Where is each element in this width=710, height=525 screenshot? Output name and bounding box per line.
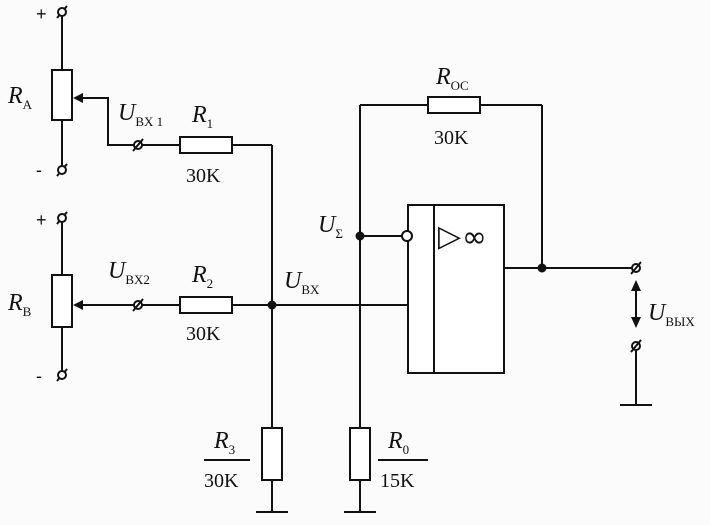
- r3-name: R3: [213, 428, 235, 457]
- potentiometer-a: [51, 5, 138, 177]
- potentiometer-b: [51, 211, 138, 382]
- resistor-r3: [261, 427, 283, 481]
- r0-name: R0: [387, 428, 409, 457]
- ubx-label: UBX: [284, 268, 320, 297]
- opamp-infinity: ∞: [462, 220, 487, 255]
- pot-b-plus: +: [36, 210, 47, 230]
- op-amp: [401, 204, 505, 374]
- uout-label: UВЫХ: [648, 300, 695, 329]
- r3-value: 30K: [204, 470, 239, 492]
- node-usum: [355, 231, 365, 241]
- terminal-a-plus: [57, 7, 67, 17]
- inverting-input-marker: [401, 230, 413, 242]
- r0-value: 15K: [380, 470, 415, 492]
- r1-name: R1: [191, 102, 213, 131]
- opamp-triangle: ▷: [438, 219, 461, 254]
- resistor-roc: [427, 96, 481, 114]
- terminal-b-minus: [57, 370, 67, 380]
- resistor-r2: [179, 296, 233, 314]
- pot-b-minus: -: [36, 366, 42, 386]
- pot-a-plus: +: [36, 4, 47, 24]
- node-ubx: [267, 300, 277, 310]
- terminal-b-plus: [57, 213, 67, 223]
- usum-label: UΣ: [318, 212, 343, 241]
- input-1-label: UBX 1: [118, 100, 163, 129]
- resistor-r1: [179, 136, 233, 154]
- pot-a-minus: -: [36, 160, 42, 180]
- roc-name: ROC: [435, 64, 469, 93]
- r2-name: R2: [191, 262, 213, 291]
- pot-a-label: RA: [7, 83, 33, 112]
- terminal-a-minus: [57, 165, 67, 175]
- pot-b-label: RB: [7, 290, 32, 319]
- r1-value: 30K: [186, 165, 221, 187]
- resistor-r0: [349, 427, 371, 481]
- input-2-label: UBX2: [108, 258, 150, 287]
- r2-value: 30K: [186, 323, 221, 345]
- roc-value: 30K: [434, 127, 469, 149]
- node-output: [537, 263, 547, 273]
